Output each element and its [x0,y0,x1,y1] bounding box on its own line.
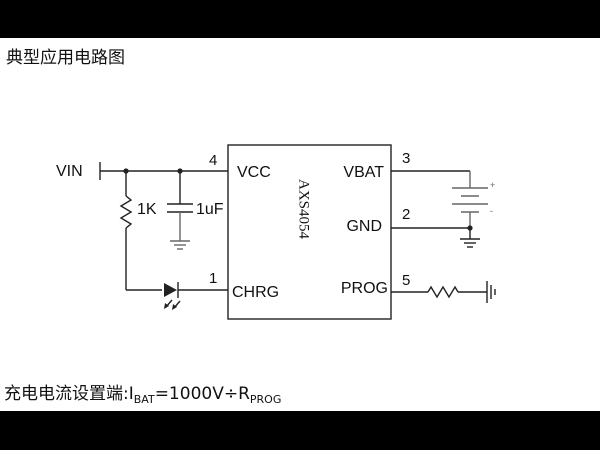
pin-number-gnd: 2 [402,206,410,223]
resistor-prog [427,285,459,299]
formula-prefix: 充电电流设置端: [4,384,129,404]
page-title: 典型应用电路图 [6,48,125,68]
chip-name: AXS4054 [296,179,312,240]
pin-number-chrg: 1 [209,270,217,287]
pin-number-vcc: 4 [209,152,217,169]
capacitor-label: 1uF [196,201,224,218]
formula-resistor-subscript: PROG [249,393,282,406]
battery-minus-sign: - [490,206,493,216]
pin-name-gnd: GND [346,218,382,235]
battery-plus-sign: + [490,180,495,190]
pin-name-chrg: CHRG [232,284,279,301]
formula-middle: =1000V÷R [154,384,250,404]
document-page: 典型应用电路图 [0,38,600,411]
resistor-1k [119,195,133,229]
circuit-diagram: VIN 1K 1uF 4 1 3 2 5 VCC CHRG VBAT GND P… [56,144,496,320]
ic-body [227,144,392,320]
pin-number-vbat: 3 [402,150,410,167]
pin-name-prog: PROG [341,280,388,297]
vin-label: VIN [56,163,83,180]
led-diode [164,283,177,297]
pin-number-prog: 5 [402,272,410,289]
formula-current-subscript: BAT [133,393,155,406]
pin-name-vbat: VBAT [343,164,384,181]
formula-current-symbol: I [128,384,134,404]
charge-current-formula: 充电电流设置端:IBAT=1000V÷RPROG [4,379,282,406]
pin-name-vcc: VCC [237,164,271,181]
resistor-label: 1K [137,201,157,218]
